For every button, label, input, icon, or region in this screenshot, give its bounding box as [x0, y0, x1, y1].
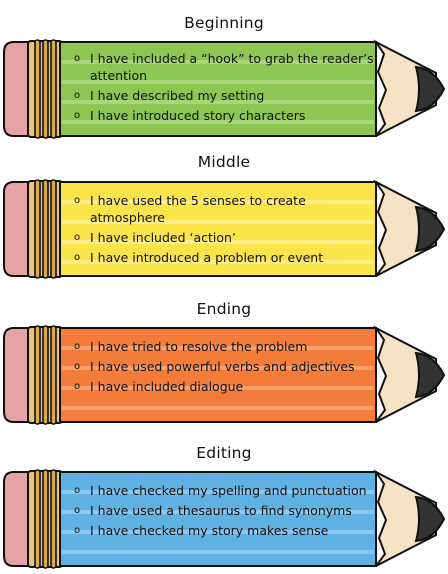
ferrule-ridge [34, 325, 41, 425]
pencil-stripe [62, 220, 374, 224]
pencil-stripe [62, 510, 374, 514]
bullet-icon: o [74, 361, 81, 372]
ferrule-ridge [42, 469, 49, 569]
eraser-icon [3, 181, 31, 277]
ferrule-ridge [34, 39, 41, 139]
section-heading: Ending [196, 300, 252, 318]
eraser-icon [3, 471, 31, 567]
eraser-icon [3, 327, 31, 423]
pencil-graphic [3, 469, 446, 569]
pencil-lead [414, 65, 446, 113]
bullet-icon: o [74, 525, 81, 536]
pencil-stripe [62, 60, 374, 64]
pencil-stripe [62, 120, 374, 124]
ferrule-ridge [42, 325, 49, 425]
bullet-icon: o [74, 485, 81, 496]
pencil-stripe [62, 550, 374, 554]
pencil-stripe [62, 346, 374, 350]
bullet-icon: o [74, 341, 81, 352]
bullet-icon: o [74, 232, 81, 243]
checklist-item: o I have introduced a problem or event [74, 250, 324, 265]
pencil-stripe [62, 100, 374, 104]
section-heading: Middle [197, 153, 251, 171]
ferrule-ridge [50, 325, 57, 425]
ferrule-ridge [34, 179, 41, 279]
eraser-icon [3, 41, 31, 137]
bullet-icon: o [74, 505, 81, 516]
bullet-icon: o [74, 90, 81, 101]
ferrule-ridge [34, 469, 41, 569]
bullet-icon: o [74, 381, 81, 392]
pencil-graphic [3, 325, 446, 425]
pencil-stripe [62, 490, 374, 494]
pencil-stripe [62, 260, 374, 264]
pencil-stripe [62, 366, 374, 370]
section-heading: Beginning [184, 14, 264, 32]
pencil-lead [414, 495, 446, 543]
pencil-stripe [62, 530, 374, 534]
ferrule-ridge [50, 469, 57, 569]
pencil-graphic [3, 39, 446, 139]
bullet-icon: o [74, 195, 81, 206]
pencil-lead [414, 351, 446, 399]
ferrule-ridge [50, 39, 57, 139]
section-heading: Editing [196, 444, 252, 462]
pencil-stripe [62, 80, 374, 84]
pencil-stripe [62, 240, 374, 244]
pencil-stripe [62, 406, 374, 410]
ferrule-ridge [50, 179, 57, 279]
ferrule-ridge [42, 179, 49, 279]
pencil-stripe [62, 200, 374, 204]
bullet-icon: o [74, 53, 81, 64]
pencil-lead [414, 205, 446, 253]
pencil-stripe [62, 386, 374, 390]
pencil-graphic [3, 179, 446, 279]
bullet-icon: o [74, 110, 81, 121]
bullet-icon: o [74, 252, 81, 263]
ferrule-ridge [42, 39, 49, 139]
